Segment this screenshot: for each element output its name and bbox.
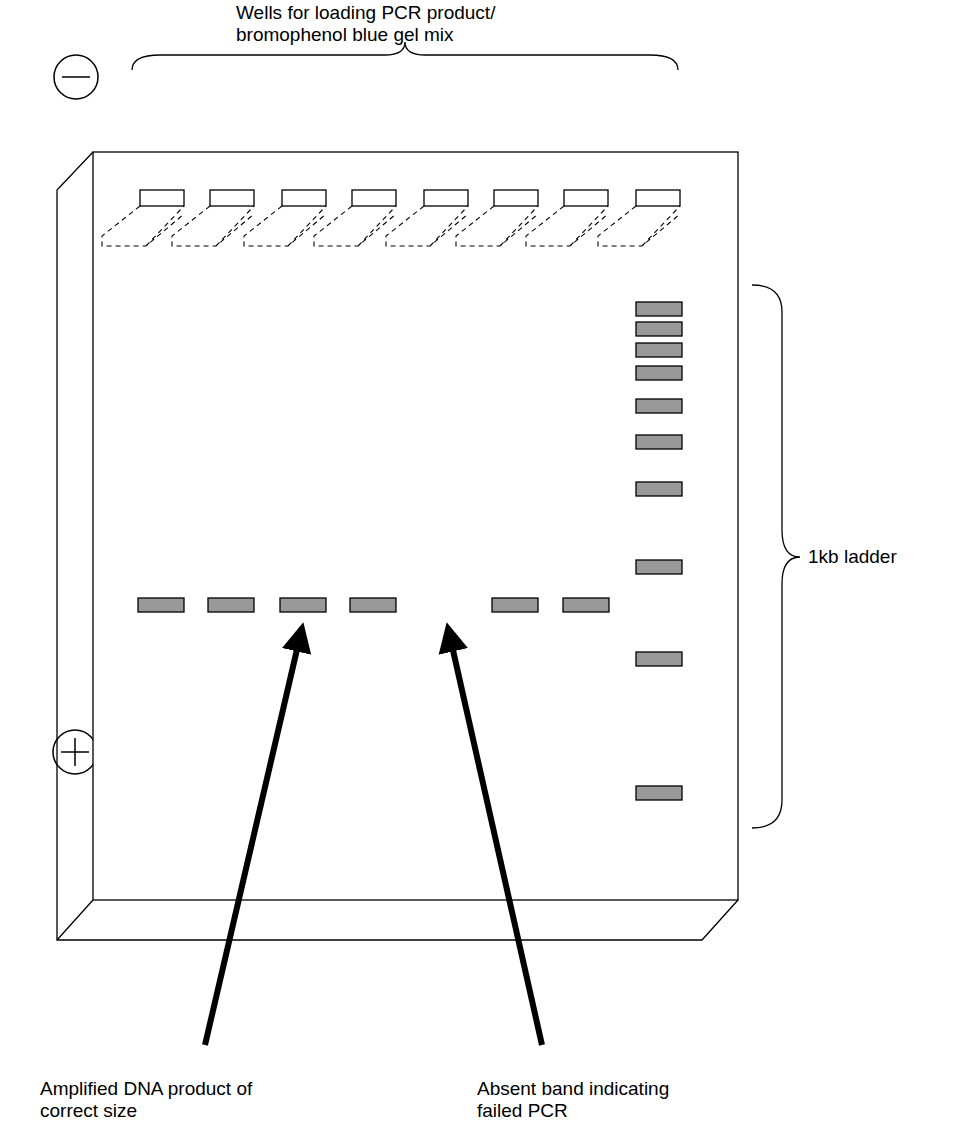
- well: [494, 190, 538, 206]
- dna-band: [636, 302, 682, 316]
- absent-band-label: Absent band indicating failed PCR: [477, 1078, 709, 1122]
- well-depth: [386, 206, 468, 246]
- well: [564, 190, 608, 206]
- dna-band: [636, 399, 682, 413]
- agarose-gel: [57, 152, 738, 940]
- ladder-brace: [752, 285, 800, 828]
- well-depth: [102, 206, 184, 246]
- well-depth: [598, 206, 680, 246]
- dna-band: [138, 598, 184, 612]
- negative-electrode: [54, 55, 98, 99]
- pointer-arrow: [448, 628, 542, 1045]
- dna-bands: [138, 302, 682, 800]
- dna-band: [636, 366, 682, 380]
- wells: [102, 190, 680, 246]
- dna-band: [636, 322, 682, 336]
- well: [352, 190, 396, 206]
- dna-band: [208, 598, 254, 612]
- dna-band: [636, 652, 682, 666]
- well-depth: [526, 206, 608, 246]
- dna-band: [636, 560, 682, 574]
- well: [424, 190, 468, 206]
- dna-band: [280, 598, 326, 612]
- positive-electrode: [53, 730, 97, 774]
- dna-band: [636, 482, 682, 496]
- pointer-arrow: [205, 628, 302, 1045]
- well-depth: [172, 206, 254, 246]
- dna-band: [636, 343, 682, 357]
- dna-band: [492, 598, 538, 612]
- band-label: Amplified DNA product of correct size: [40, 1078, 290, 1122]
- dna-band: [636, 435, 682, 449]
- ladder-label: 1kb ladder: [808, 546, 928, 568]
- dna-band: [636, 786, 682, 800]
- well-depth: [456, 206, 538, 246]
- dna-band: [563, 598, 609, 612]
- dna-band: [350, 598, 396, 612]
- well-depth: [314, 206, 396, 246]
- wells-brace: [132, 42, 678, 70]
- well-depth: [244, 206, 326, 246]
- wells-label: Wells for loading PCR product/ bromophen…: [236, 2, 546, 46]
- well: [210, 190, 254, 206]
- well: [140, 190, 184, 206]
- well: [282, 190, 326, 206]
- well: [636, 190, 680, 206]
